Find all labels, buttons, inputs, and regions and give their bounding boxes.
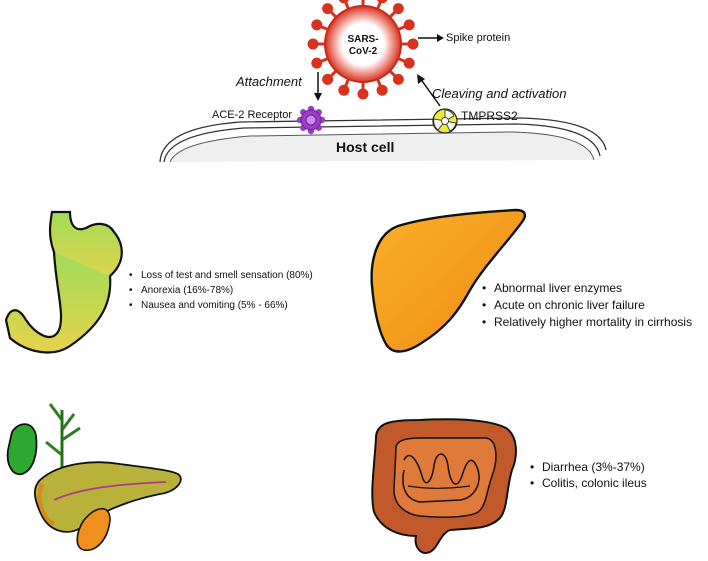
attachment-label: Attachment <box>236 74 302 89</box>
stomach-symptom-list: Loss of test and smell sensation (80%) A… <box>129 268 313 313</box>
spike-head <box>357 88 369 100</box>
liver-illustration <box>370 208 527 353</box>
spike-head <box>338 84 350 96</box>
spike-head <box>322 73 334 85</box>
tmprss2-enzyme <box>432 108 458 134</box>
virus-label-line2: CoV-2 <box>348 46 378 57</box>
cleaving-label: Cleaving and activation <box>432 86 567 101</box>
list-item: Colitis, colonic ileus <box>530 475 647 491</box>
spike-head <box>403 19 415 31</box>
list-item: Anorexia (16%-78%) <box>129 283 313 298</box>
host-cell-label: Host cell <box>336 139 395 155</box>
ace2-receptor <box>296 105 326 135</box>
liver-symptom-list: Abnormal liver enzymes Acute on chronic … <box>482 280 692 331</box>
list-item: Diarrhea (3%-37%) <box>530 459 647 475</box>
list-item: Acute on chronic liver failure <box>482 297 692 314</box>
spike-head <box>407 38 419 50</box>
spike-head <box>403 57 415 69</box>
list-item: Relatively higher mortality in cirrhosis <box>482 314 692 331</box>
intestine-symptom-list: Diarrhea (3%-37%) Colitis, colonic ileus <box>530 459 647 491</box>
attachment-arrow <box>314 72 322 101</box>
virus-label-line1: SARS- <box>347 34 379 45</box>
cleaving-arrow <box>417 74 441 107</box>
stomach-illustration <box>4 210 123 354</box>
spike-head <box>311 19 323 31</box>
host-cell-membrane <box>159 117 607 163</box>
pancreas-illustration <box>6 403 182 551</box>
spike-head <box>338 0 349 4</box>
spike-head <box>377 0 388 4</box>
spike-head <box>322 3 334 15</box>
sars-cov-2-virus <box>307 0 419 100</box>
list-item: Abnormal liver enzymes <box>482 280 692 297</box>
intestine-illustration <box>371 418 517 554</box>
spike-head <box>376 84 388 96</box>
spike-head <box>307 38 319 50</box>
spike-arrow <box>418 34 444 42</box>
spike-protein-label: Spike protein <box>446 32 511 44</box>
ace2-receptor-label: ACE-2 Receptor <box>212 109 293 121</box>
spike-head <box>311 57 323 69</box>
spike-head <box>392 3 404 15</box>
virus-label: SARS- CoV-2 <box>340 34 386 58</box>
list-item: Loss of test and smell sensation (80%) <box>129 268 313 283</box>
list-item: Nausea and vomiting (5% - 66%) <box>129 298 313 313</box>
tmprss2-label: TMPRSS2 <box>461 109 518 123</box>
spike-head <box>392 73 404 85</box>
